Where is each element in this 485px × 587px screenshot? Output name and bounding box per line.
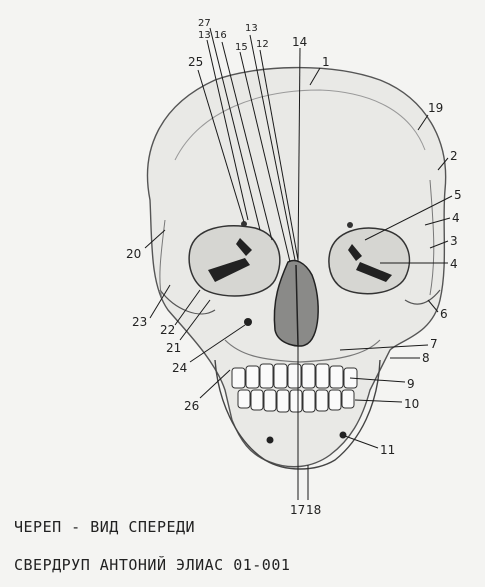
label-23: 23	[132, 315, 147, 329]
left-mental-foramen	[267, 437, 274, 444]
label-7: 7	[430, 337, 438, 351]
label-17: 17	[290, 503, 305, 517]
label-21: 21	[166, 341, 181, 355]
label-16: 16	[214, 30, 227, 41]
label-6: 6	[440, 307, 448, 321]
label-19: 19	[428, 101, 443, 115]
label-11: 11	[380, 443, 395, 457]
label-27: 27	[198, 18, 211, 29]
label-4: 4	[452, 211, 460, 225]
label-22: 22	[160, 323, 175, 337]
label-4b: 4	[450, 257, 458, 271]
left-infraorbital-foramen	[244, 318, 252, 326]
label-18: 18	[306, 503, 321, 517]
label-12: 12	[256, 39, 269, 50]
label-20: 20	[126, 247, 141, 261]
label-24: 24	[172, 361, 187, 375]
lower-teeth	[238, 390, 354, 412]
label-5: 5	[454, 188, 462, 202]
label-9: 9	[407, 377, 415, 391]
caption-author: СВЕРДРУП АНТОНИЙ ЭЛИАС 01-001	[14, 556, 290, 574]
right-mental-foramen	[340, 432, 347, 439]
upper-teeth	[232, 364, 357, 388]
label-2: 2	[450, 149, 458, 163]
label-8: 8	[422, 351, 430, 365]
right-supraorbital-foramen	[347, 222, 353, 228]
label-26: 26	[184, 399, 199, 413]
label-15: 15	[235, 42, 248, 53]
label-25: 25	[188, 55, 203, 69]
caption-title: ЧЕРЕП - ВИД СПЕРЕДИ	[14, 518, 195, 536]
label-13b: 13	[245, 23, 258, 34]
label-13a: 13	[198, 30, 211, 41]
label-14: 14	[292, 35, 307, 49]
label-1: 1	[322, 55, 330, 69]
left-orbit	[189, 226, 280, 296]
label-3: 3	[450, 234, 458, 248]
label-10: 10	[404, 397, 419, 411]
